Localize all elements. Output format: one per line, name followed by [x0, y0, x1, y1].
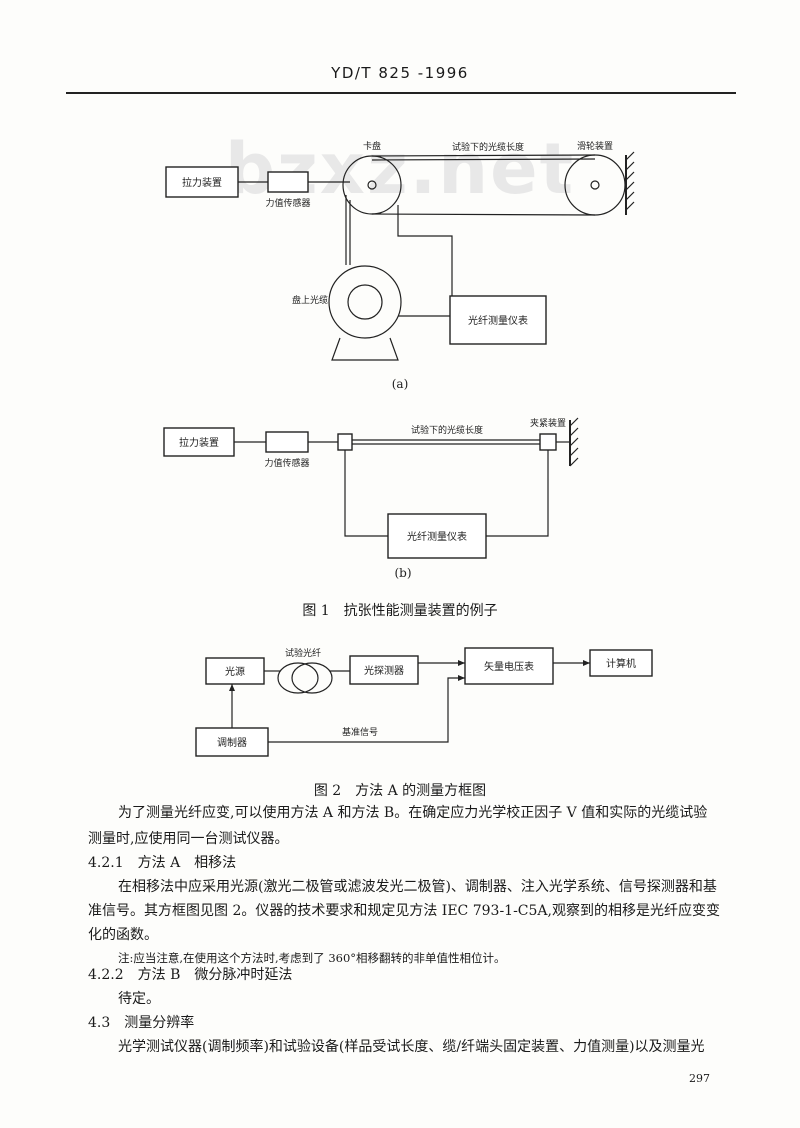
- fiber-meter-label: 光纤测量仪表: [407, 530, 467, 543]
- cable-bottom: [371, 213, 596, 216]
- vector-voltmeter-label: 矢量电压表: [484, 660, 534, 673]
- length-under-test-label: 试验下的光缆长度: [452, 141, 524, 153]
- force-sensor-label: 力值传感器: [265, 197, 310, 209]
- fiber-to-meter: [397, 205, 453, 296]
- header-rule: [66, 92, 736, 94]
- pulley-label: 滑轮装置: [577, 140, 613, 152]
- light-source-label: 光源: [225, 665, 245, 678]
- tension-device-label: 拉力装置: [182, 176, 222, 189]
- reel-stand: [331, 337, 399, 361]
- paragraph-4: 光学测试仪器(调制频率)和试验设备(样品受试长度、缆/纤端头固定装置、力值测量)…: [118, 1039, 705, 1055]
- clamp-hub: [367, 180, 377, 190]
- section-4-2-2-heading: 4.2.2 方法 B 微分脉冲时延法: [88, 967, 293, 983]
- computer-label: 计算机: [606, 657, 636, 670]
- detector-box: [349, 655, 419, 685]
- arrow-head: [229, 684, 235, 691]
- paragraph-2-line-3: 化的函数。: [88, 927, 158, 943]
- vector-voltmeter-box: [464, 647, 554, 685]
- wall-hatching: [569, 417, 579, 467]
- clamp-label: 卡盘: [363, 140, 381, 152]
- length-under-test-label: 试验下的光缆长度: [411, 424, 483, 436]
- computer-box: [589, 649, 653, 677]
- light-source-box: [205, 657, 265, 685]
- note: 注:应当注意,在使用这个方法时,考虑到了 360°相移翻转的非单值性相位计。: [118, 951, 506, 965]
- figure-1-caption: 图 1 抗张性能测量装置的例子: [302, 603, 498, 619]
- test-fiber-label: 试验光纤: [285, 647, 321, 659]
- clamp-device-label: 夹紧装置: [530, 417, 566, 429]
- page-number: 297: [689, 1072, 710, 1085]
- arrow-head: [458, 660, 465, 666]
- cable-top-2: [371, 158, 596, 161]
- cable-top: [371, 154, 596, 157]
- modulator-box: [195, 727, 269, 757]
- running-header: YD/T 825 -1996: [331, 64, 469, 82]
- figure-1b-caption: (b): [394, 566, 411, 580]
- fiber-coil-2: [291, 662, 333, 694]
- right-fiber-path: [486, 450, 549, 537]
- fiber-meter-box: [387, 513, 487, 559]
- arrow-head: [583, 660, 590, 666]
- reel-inner: [347, 284, 383, 320]
- force-sensor-label: 力值传感器: [264, 457, 309, 469]
- fiber-meter-label: 光纤测量仪表: [468, 314, 528, 327]
- section-4-2-1-heading: 4.2.1 方法 A 相移法: [88, 855, 237, 871]
- tension-device-label: 拉力装置: [179, 436, 219, 449]
- paragraph-1-line-2: 测量时,应使用同一台测试仪器。: [88, 831, 289, 847]
- pulley-hub: [590, 180, 600, 190]
- section-4-3-heading: 4.3 测量分辨率: [88, 1015, 195, 1031]
- reference-signal-label: 基准信号: [342, 726, 378, 738]
- modulator-label: 调制器: [217, 736, 247, 749]
- fiber-coil-1: [277, 662, 319, 694]
- figure-2-caption: 图 2 方法 A 的测量方框图: [313, 783, 487, 799]
- paragraph-1-line-1: 为了测量光纤应变,可以使用方法 A 和方法 B。在确定应力光学校正因子 V 值和…: [118, 805, 708, 821]
- paragraph-3: 待定。: [118, 991, 160, 1007]
- detector-label: 光探测器: [364, 664, 404, 677]
- reel-outer: [328, 265, 402, 339]
- left-fiber-path: [344, 450, 388, 537]
- reel-cable-label: 盘上光缆: [292, 294, 328, 306]
- fiber-meter-box: [449, 295, 547, 345]
- paragraph-2-line-1: 在相移法中应采用光源(激光二极管或滤波发光二极管)、调制器、注入光学系统、信号探…: [118, 879, 717, 895]
- arrow-head: [458, 675, 465, 681]
- reference-signal-path: [268, 677, 465, 743]
- wall-hatching: [625, 151, 635, 211]
- paragraph-2-line-2: 准信号。其方框图见图 2。仪器的技术要求和规定见方法 IEC 793-1-C5A…: [88, 903, 720, 919]
- tension-device-box: [163, 427, 235, 457]
- figure-1a-caption: (a): [392, 377, 409, 391]
